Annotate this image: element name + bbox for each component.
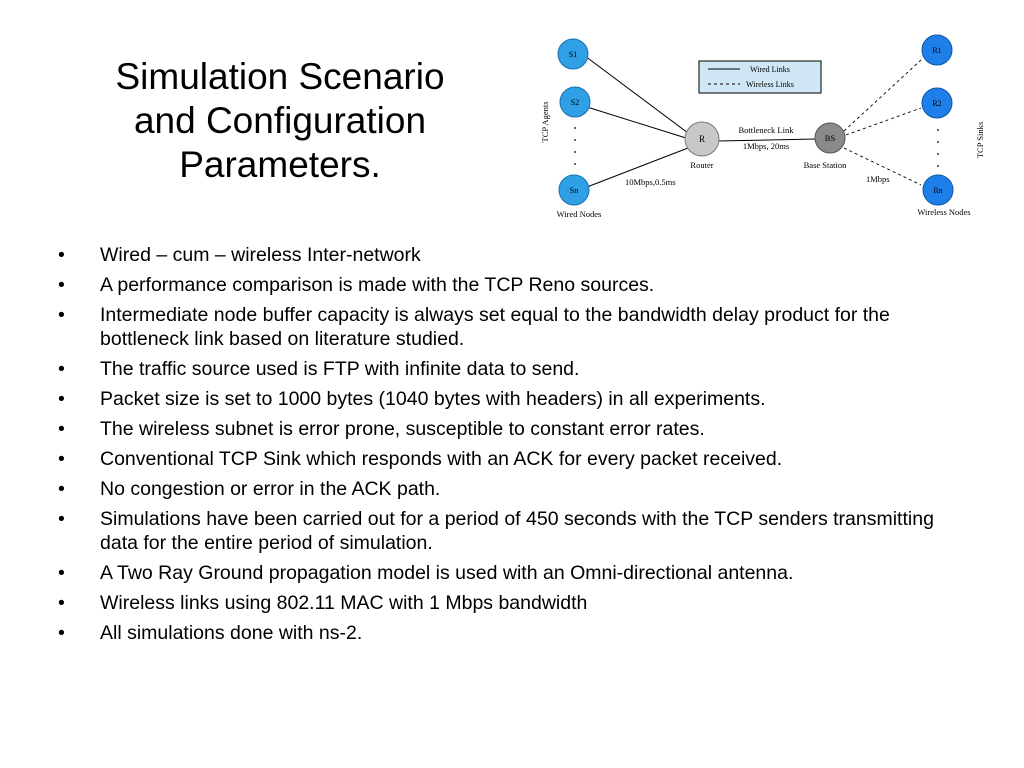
tcp-agents-label: TCP Agents bbox=[540, 101, 550, 142]
wired-node-s1-label: S1 bbox=[569, 50, 577, 59]
wireless-node-r2-label: R2 bbox=[932, 99, 941, 108]
wired-node-ellipsis bbox=[574, 127, 576, 165]
slide-title-line-1: Simulation Scenario bbox=[115, 56, 445, 97]
bullet-dot: • bbox=[58, 244, 65, 266]
wireless-links bbox=[843, 59, 922, 186]
wireless-link-bs-r2 bbox=[845, 107, 922, 136]
wireless-link-bs-rn bbox=[843, 147, 922, 186]
bullet-text: The wireless subnet is error prone, susc… bbox=[100, 418, 705, 440]
bullet-item: • All simulations done with ns-2. bbox=[58, 621, 958, 645]
bullet-item: • Conventional TCP Sink which responds wi… bbox=[58, 447, 958, 471]
bullet-item: • No congestion or error in the ACK path. bbox=[58, 477, 958, 501]
bullet-text: A performance comparison is made with th… bbox=[100, 274, 655, 296]
bullet-dot: • bbox=[58, 592, 65, 614]
tcp-sinks-label: TCP Sinks bbox=[975, 122, 985, 158]
legend-wired-label: Wired Links bbox=[750, 65, 790, 74]
bullet-text: All simulations done with ns-2. bbox=[100, 622, 363, 644]
wired-node-s1: S1 bbox=[557, 38, 589, 70]
bullet-dot: • bbox=[58, 388, 65, 410]
bullet-list: • Wired – cum – wireless Inter-network • A … bbox=[58, 243, 958, 651]
bullet-dot: • bbox=[58, 508, 65, 530]
slide-title: Simulation Scenario and Configuration Pa… bbox=[70, 55, 490, 187]
wireless-node-r1-label: R1 bbox=[932, 46, 941, 55]
wireless-node-r1: R1 bbox=[921, 34, 953, 66]
bottleneck-link bbox=[717, 138, 817, 142]
bullet-dot: • bbox=[58, 304, 65, 326]
wired-link-s2-router bbox=[586, 106, 687, 139]
legend-wireless-label: Wireless Links bbox=[746, 80, 794, 89]
router-caption: Router bbox=[690, 160, 713, 170]
slide-title-line-3: Parameters. bbox=[179, 144, 381, 185]
router-node: R bbox=[684, 121, 720, 157]
wired-link-s1-router bbox=[584, 55, 689, 134]
base-station-caption: Base Station bbox=[804, 160, 847, 170]
wired-link-sn-router bbox=[586, 147, 689, 188]
bullet-item: • The traffic source used is FTP with inf… bbox=[58, 357, 958, 381]
bullet-dot: • bbox=[58, 274, 65, 296]
bullet-dot: • bbox=[58, 448, 65, 470]
bullet-text: No congestion or error in the ACK path. bbox=[100, 478, 441, 500]
bullet-item: • Packet size is set to 1000 bytes (1040 … bbox=[58, 387, 958, 411]
wired-node-s2-label: S2 bbox=[571, 98, 579, 107]
wired-link-params: 10Mbps,0.5ms bbox=[625, 177, 676, 187]
wired-nodes-caption: Wired Nodes bbox=[557, 209, 602, 219]
wired-node-s2: S2 bbox=[559, 86, 591, 118]
bullet-dot: • bbox=[58, 622, 65, 644]
network-topology-diagram: S1 S2 Sn R Router BS Base Station Bottle… bbox=[540, 34, 985, 219]
wireless-node-rn: Rn bbox=[922, 174, 954, 206]
slide-title-line-2: and Configuration bbox=[133, 100, 427, 141]
bullet-dot: • bbox=[58, 562, 65, 584]
base-station-node-label: BS bbox=[825, 133, 836, 143]
bullet-item: • Wired – cum – wireless Inter-network bbox=[58, 243, 958, 267]
bottleneck-link-params: 1Mbps, 20ms bbox=[743, 141, 789, 151]
bullet-dot: • bbox=[58, 358, 65, 380]
bullet-text: Conventional TCP Sink which responds wit… bbox=[100, 448, 783, 470]
bullet-item: • Intermediate node buffer capacity is al… bbox=[58, 303, 958, 351]
bullet-dot: • bbox=[58, 418, 65, 440]
wireless-nodes-caption: Wireless Nodes bbox=[917, 207, 970, 217]
wireless-node-rn-label: Rn bbox=[933, 186, 942, 195]
bullet-item: • Simulations have been carried out for a… bbox=[58, 507, 958, 555]
wireless-link-bs-r1 bbox=[843, 59, 922, 132]
diagram-legend: Wired Links Wireless Links bbox=[698, 60, 822, 94]
bullet-item: • A Two Ray Ground propagation model is u… bbox=[58, 561, 958, 585]
bullet-item: • The wireless subnet is error prone, sus… bbox=[58, 417, 958, 441]
wired-links bbox=[584, 55, 817, 188]
wired-node-sn-label: Sn bbox=[570, 186, 578, 195]
bottleneck-link-label: Bottleneck Link bbox=[738, 125, 794, 135]
wireless-node-r2: R2 bbox=[921, 87, 953, 119]
bullet-item: • Wireless links using 802.11 MAC with 1 … bbox=[58, 591, 958, 615]
wired-node-sn: Sn bbox=[558, 174, 590, 206]
router-node-label: R bbox=[699, 134, 705, 144]
base-station-node: BS bbox=[814, 122, 846, 154]
wireless-node-ellipsis bbox=[937, 129, 939, 167]
bullet-text: Intermediate node buffer capacity is alw… bbox=[100, 304, 890, 350]
wireless-link-params: 1Mbps bbox=[866, 174, 890, 184]
bullet-text: Wired – cum – wireless Inter-network bbox=[100, 244, 421, 266]
bullet-dot: • bbox=[58, 478, 65, 500]
bullet-text: A Two Ray Ground propagation model is us… bbox=[100, 562, 794, 584]
bullet-text: The traffic source used is FTP with infi… bbox=[100, 358, 580, 380]
bullet-text: Simulations have been carried out for a … bbox=[100, 508, 934, 554]
bullet-text: Wireless links using 802.11 MAC with 1 M… bbox=[100, 592, 588, 614]
bullet-text: Packet size is set to 1000 bytes (1040 b… bbox=[100, 388, 766, 410]
bullet-item: • A performance comparison is made with t… bbox=[58, 273, 958, 297]
